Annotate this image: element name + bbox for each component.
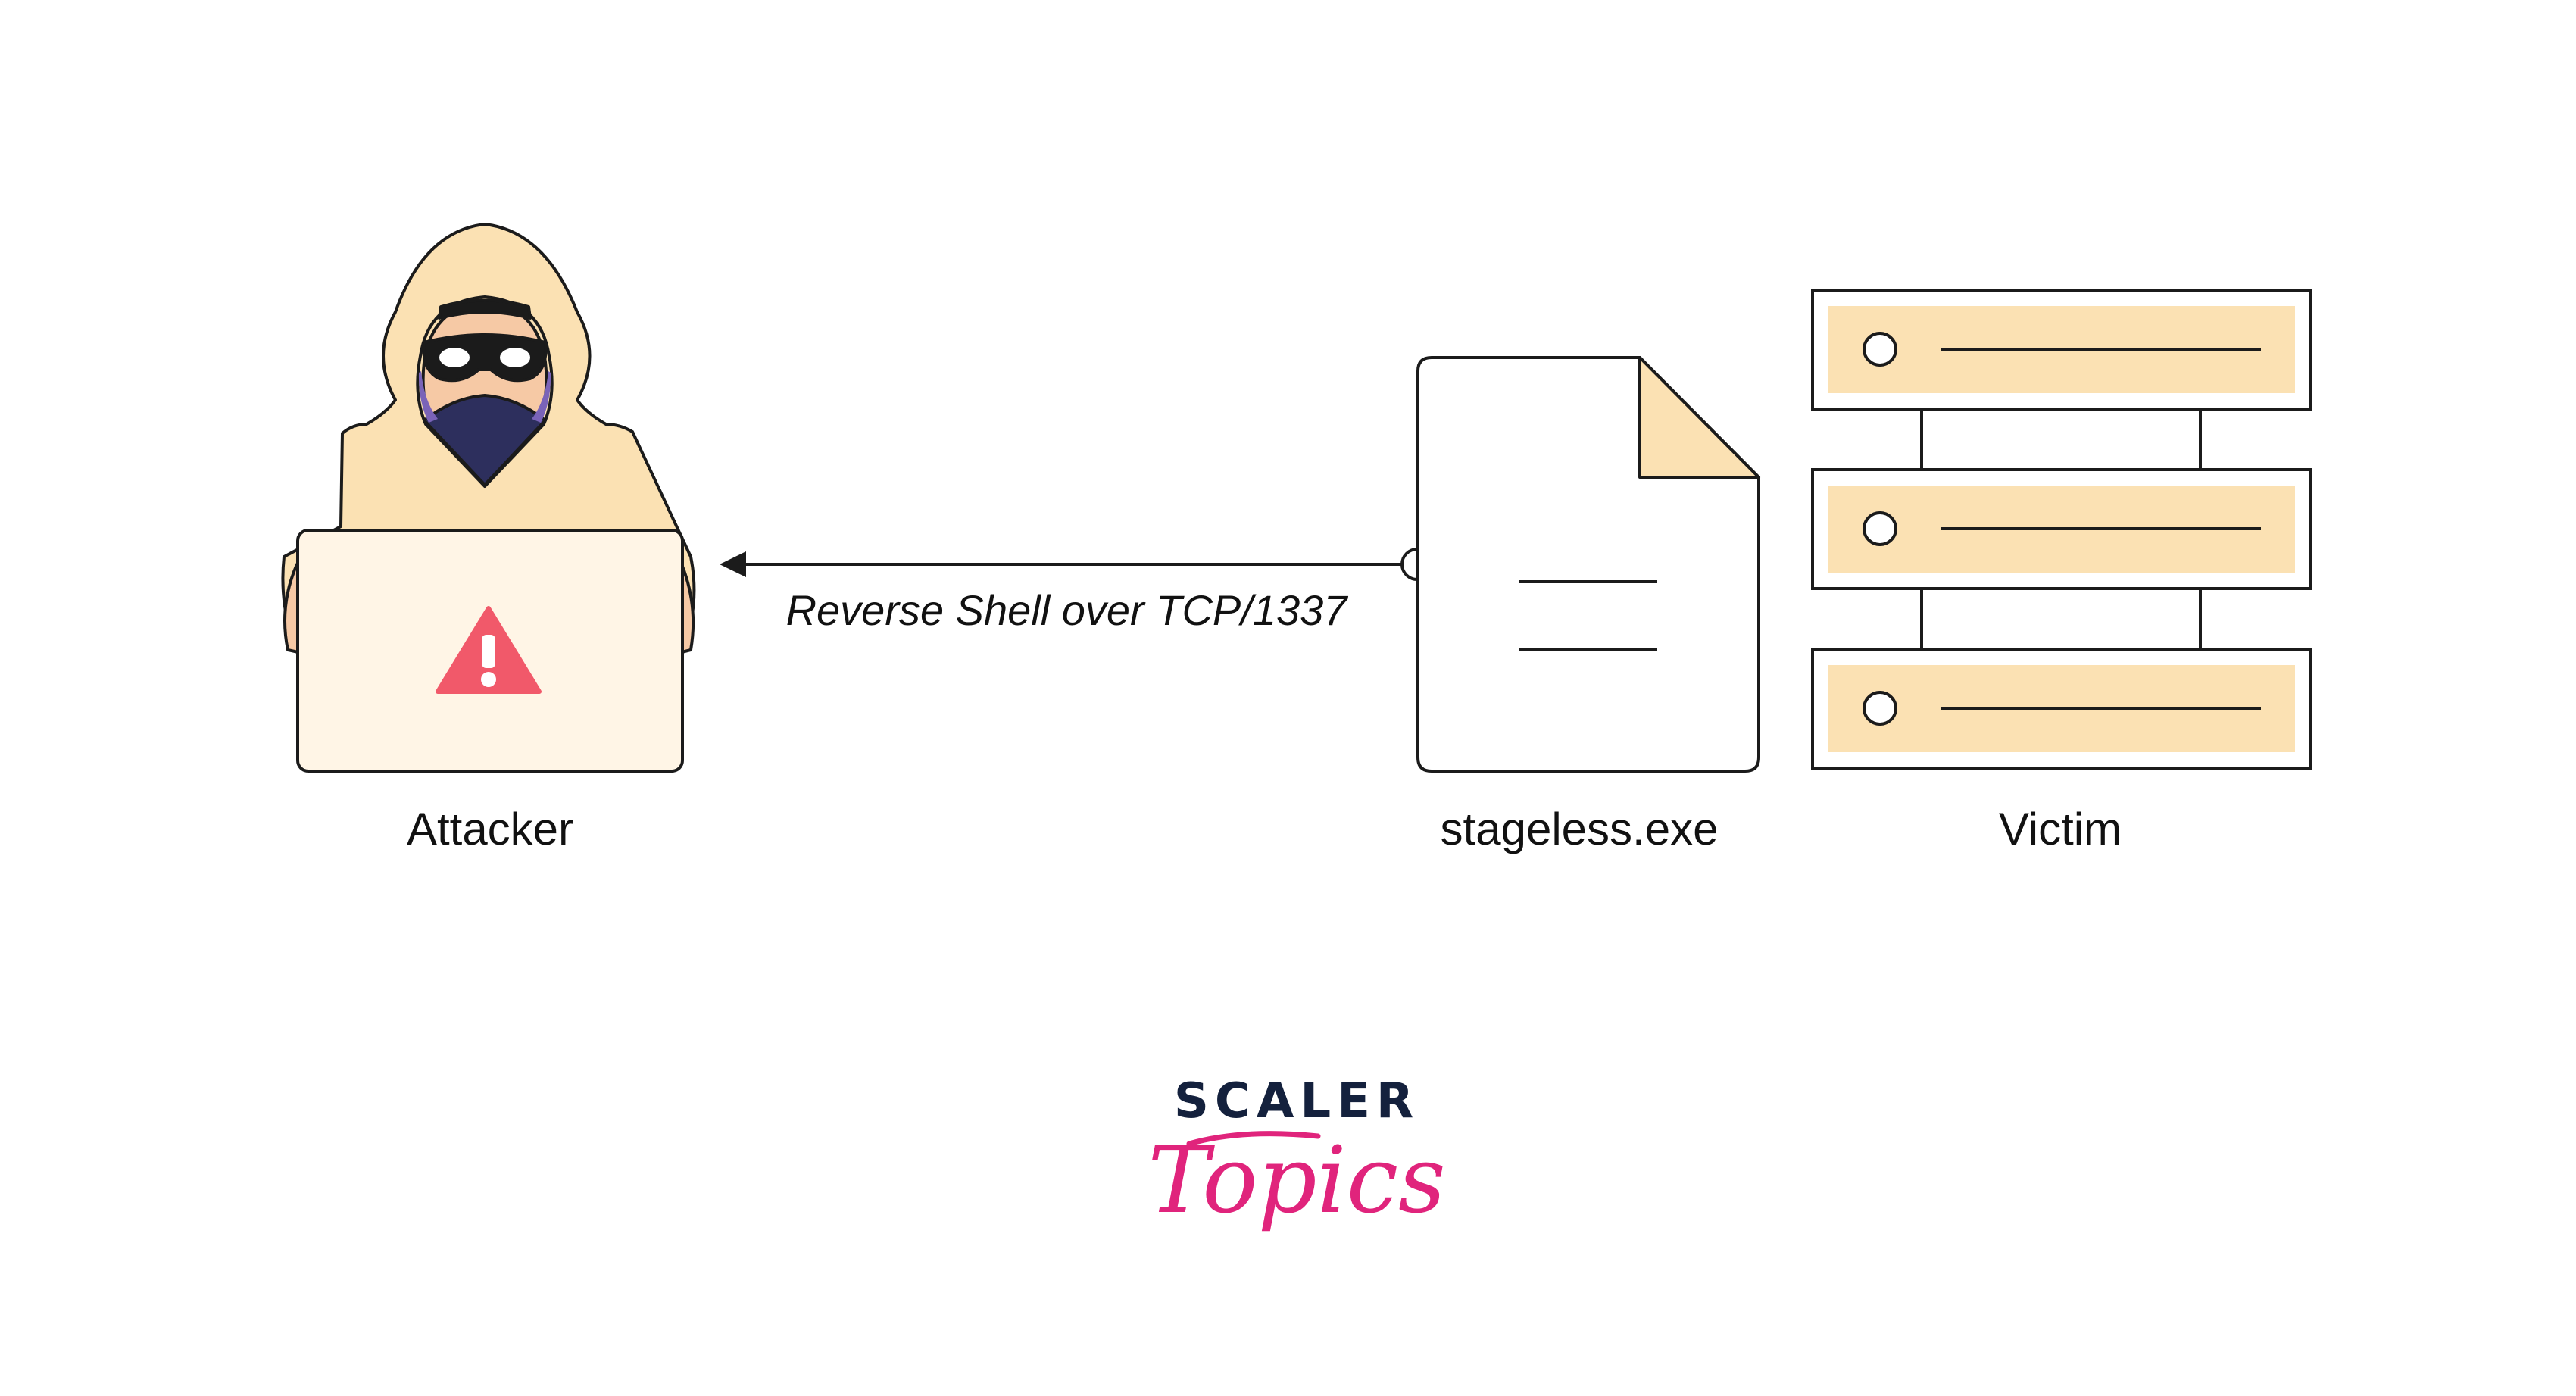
warning-exclamation-bar — [482, 635, 495, 668]
reverse-shell-edge — [720, 548, 1434, 581]
server-unit-3 — [1811, 648, 2312, 770]
victim-node — [1811, 289, 2312, 770]
attacker-node — [281, 223, 696, 773]
server-led-icon — [1863, 691, 1897, 726]
laptop-icon — [296, 529, 684, 773]
face-mask-shadow-left — [418, 371, 438, 423]
server-unit-1 — [1811, 289, 2312, 411]
victim-label: Victim — [1999, 804, 2122, 854]
document-body — [1416, 356, 1760, 773]
logo-scaler-text: SCALER — [1174, 1073, 1419, 1129]
server-led-icon — [1863, 332, 1897, 367]
server-led-icon — [1863, 511, 1897, 546]
warning-exclamation-dot — [481, 672, 496, 687]
logo-swash — [1186, 1131, 1321, 1147]
edge-label: Reverse Shell over TCP/1337 — [786, 586, 1349, 634]
server-icon — [1811, 289, 2312, 770]
eye-mask — [422, 333, 548, 383]
face-mask-shadow-right — [532, 371, 551, 423]
face-mask-cover — [423, 394, 547, 486]
attacker-label: Attacker — [407, 804, 573, 854]
payload-node — [1416, 356, 1760, 773]
hair-band — [438, 298, 532, 320]
document-icon — [1416, 356, 1760, 773]
left-eye — [439, 348, 470, 367]
server-unit-2 — [1811, 468, 2312, 590]
payload-label: stageless.exe — [1441, 804, 1719, 854]
warning-icon — [436, 606, 542, 694]
scaler-topics-logo: SCALER Topics — [1147, 1073, 1445, 1234]
document-fold — [1638, 356, 1760, 479]
arrowhead-icon — [720, 551, 746, 577]
right-eye — [500, 348, 530, 367]
